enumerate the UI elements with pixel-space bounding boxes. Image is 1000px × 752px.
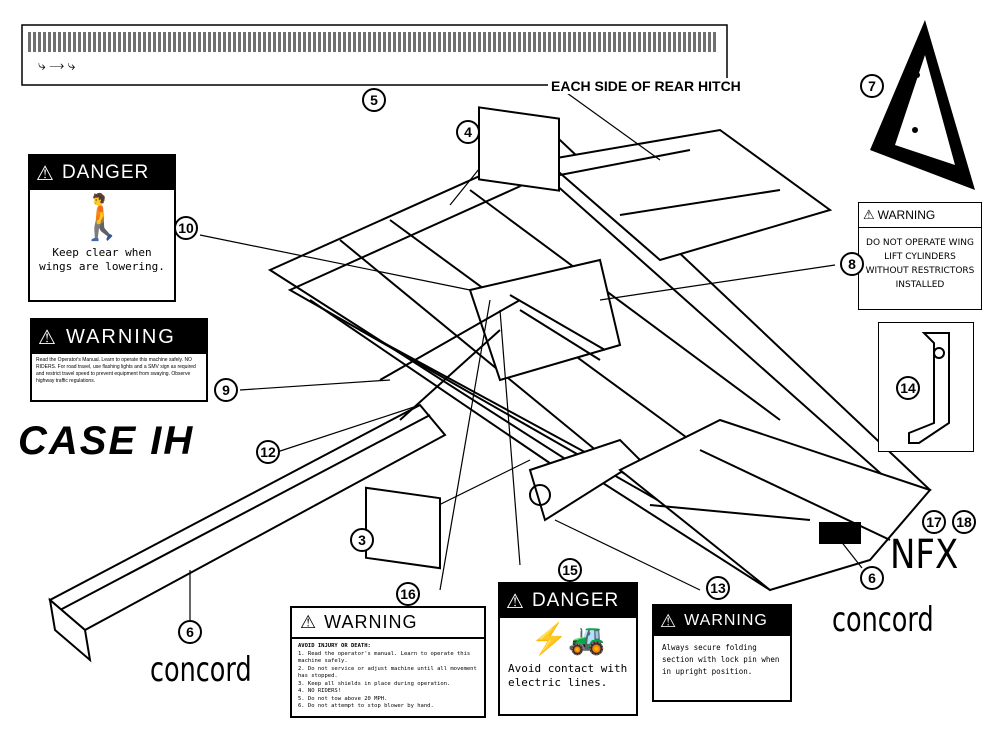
rear-hitch-label: EACH SIDE OF REAR HITCH [548,78,744,94]
alert-triangle-icon: ⚠ [36,162,54,185]
callout-3: 3 [350,528,374,552]
callout-9: 9 [214,378,238,402]
callout-6-right: 6 [860,566,884,590]
danger-body: Avoid contact with electric lines. [508,662,628,689]
danger-header: ⚠ DANGER [500,584,636,618]
callout-14: 14 [896,376,920,400]
stripe-decal-5: ⤷ ⟶ ⤷ [28,32,718,80]
electric-hazard-icon: ⚡🚜 [530,623,606,656]
warning-decal-9: ⚠ WARNING Read the Operator's Manual. Le… [30,318,208,402]
alert-triangle-icon: ⚠ [660,610,677,631]
callout-10: 10 [174,216,198,240]
callout-13: 13 [706,576,730,600]
callout-6-left: 6 [178,620,202,644]
danger-header: ⚠ DANGER [30,156,174,190]
nfx-label: NFX [890,532,959,578]
danger-body: Keep clear when wings are lowering. [39,246,165,273]
warning-header: ⚠ WARNING [654,606,790,636]
callout-12: 12 [256,440,280,464]
bracket-icon [908,332,950,444]
warning-decal-16: ⚠ WARNING AVOID INJURY OR DEATH: 1. Read… [290,606,486,718]
hitch-pictogram: ⤷ ⟶ ⤷ [38,57,76,73]
danger-decal-15: ⚠ DANGER ⚡🚜 Avoid contact with electric … [498,582,638,716]
plate-3 [365,486,441,570]
plate-4 [478,106,560,192]
concord-label-left: concord [150,650,252,690]
bracket-panel-14 [878,322,974,452]
decal-fine-print [28,32,718,52]
alert-triangle-icon: ⚠ [38,326,56,349]
danger-decal-10: ⚠ DANGER 🚶 Keep clear when wings are low… [28,154,176,302]
crush-hazard-icon: 🚶 [74,193,130,242]
case-ih-logo: CASE IH [18,419,195,463]
warning-list: AVOID INJURY OR DEATH: 1. Read the opera… [298,643,477,709]
alert-triangle-icon: ⚠ [300,612,317,632]
alert-triangle-icon: ⚠ [863,207,875,222]
callout-5: 5 [362,88,386,112]
warning-header: ⚠ WARNING [32,320,206,354]
alert-triangle-icon: ⚠ [506,590,524,613]
callout-16: 16 [396,582,420,606]
warning-decal-8: ⚠ WARNING DO NOT OPERATE WING LIFT CYLIN… [858,202,982,310]
callout-18: 18 [952,510,976,534]
callout-4: 4 [456,120,480,144]
callout-8: 8 [840,252,864,276]
warning-decal-13: ⚠ WARNING Always secure folding section … [652,604,792,702]
concord-label-right: concord [832,600,934,640]
warning-body: DO NOT OPERATE WING LIFT CYLINDERS WITHO… [865,238,975,290]
callout-15: 15 [558,558,582,582]
callout-7: 7 [860,74,884,98]
warning-header: ⚠ WARNING [292,608,484,639]
danger-title: DANGER [61,162,150,183]
callout-17: 17 [922,510,946,534]
warning-body: Always secure folding section with lock … [662,643,780,676]
warning-body: Read the Operator's Manual. Learn to ope… [36,357,196,384]
warning-header: ⚠ WARNING [859,203,981,228]
